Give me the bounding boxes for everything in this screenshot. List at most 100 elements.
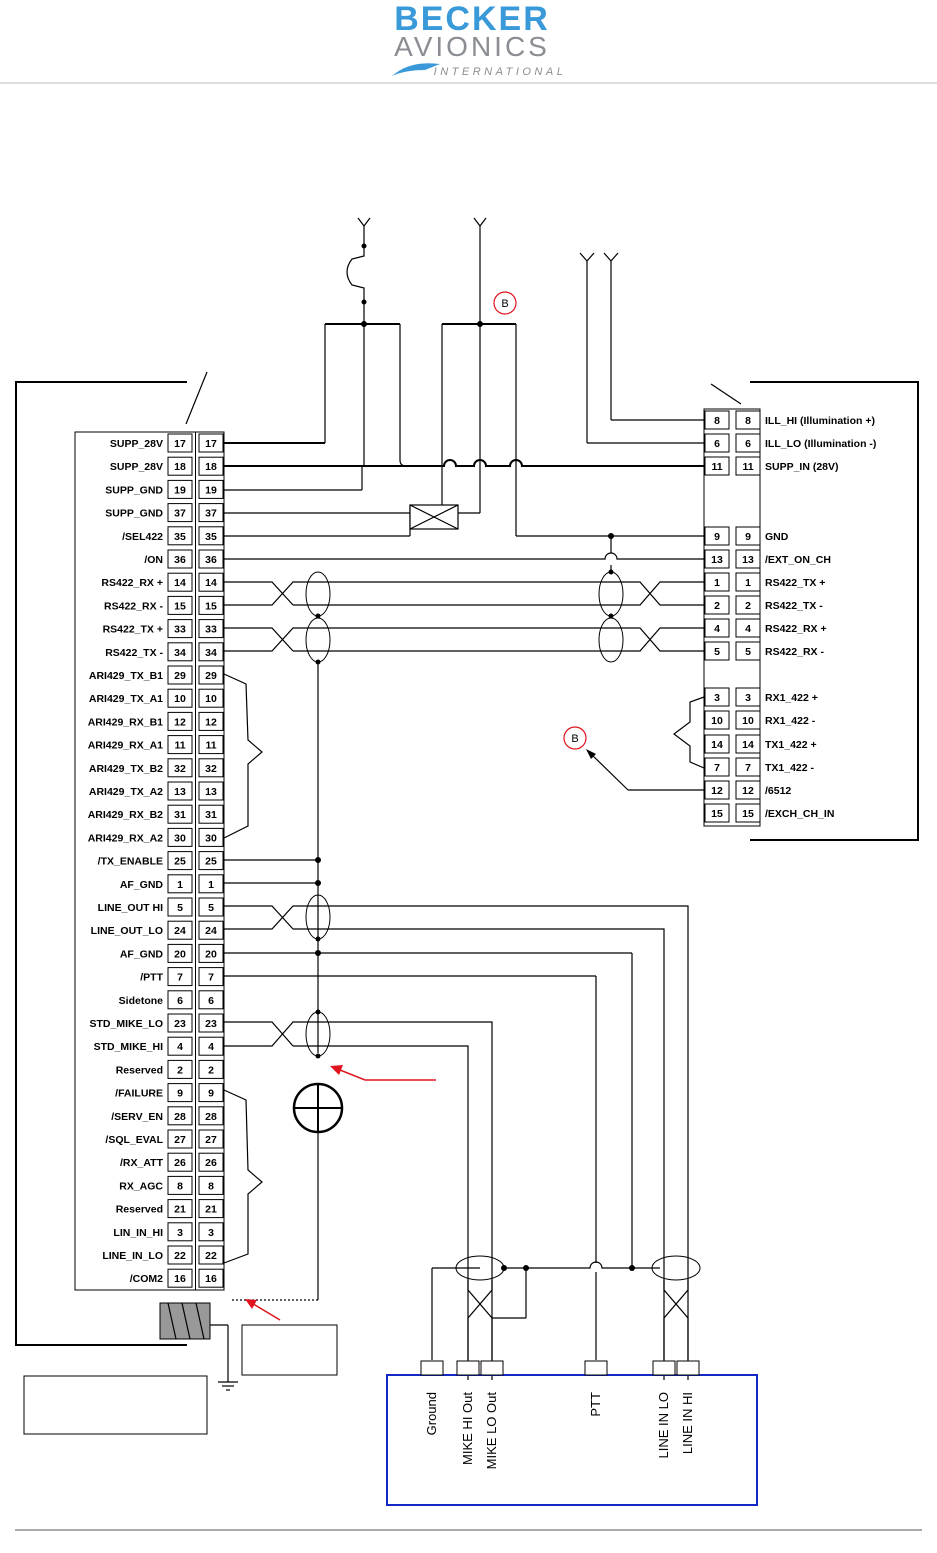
left-pin-number: 31 xyxy=(174,809,186,821)
right-pin-cell xyxy=(735,734,761,754)
left-pin-number-mate: 26 xyxy=(205,1157,217,1169)
left-pin-cell xyxy=(198,619,224,639)
left-pin-number-mate: 20 xyxy=(205,948,217,960)
left-pin-cell xyxy=(198,526,224,546)
audio-device-pin-label: LINE IN LO xyxy=(656,1392,671,1458)
left-pin-cell xyxy=(198,456,224,476)
left-pin-label: /ON xyxy=(144,554,163,566)
right-pin-number: 11 xyxy=(711,461,722,473)
logo-brand-line2: AVIONICS xyxy=(394,31,550,62)
right-pin-cell xyxy=(704,687,730,707)
left-pin-number: 6 xyxy=(177,995,183,1007)
left-pin-cell xyxy=(167,1036,193,1056)
left-pin-cell xyxy=(167,735,193,755)
right-pin-cell xyxy=(735,572,761,592)
audio-device-pin-cell xyxy=(420,1360,444,1376)
left-pin-cell xyxy=(198,897,224,917)
audio-device-pin-cell xyxy=(676,1360,700,1376)
audio-device-pin: MIKE HI Out xyxy=(456,1360,480,1465)
left-pin-number: 36 xyxy=(174,554,186,566)
right-pin-number-mate: 11 xyxy=(742,461,753,473)
right-pin-label: TX1_422 + xyxy=(765,739,817,751)
left-pin-cell xyxy=(198,827,224,847)
left-pin-cell xyxy=(198,804,224,824)
right-pin-number-mate: 4 xyxy=(745,623,751,635)
left-pin-cell xyxy=(167,897,193,917)
left-pin-number-mate: 15 xyxy=(205,600,217,612)
left-pin-number-mate: 24 xyxy=(205,925,217,937)
left-pin-label: LINE_OUT HI xyxy=(98,902,163,914)
becker-avionics-logo: BECKER AVIONICS INTERNATIONAL xyxy=(392,0,563,78)
right-pin-number: 14 xyxy=(711,739,723,751)
note-box-ground xyxy=(23,1375,208,1435)
left-pin-number: 34 xyxy=(174,647,186,659)
left-pin-label: SUPP_28V xyxy=(110,461,163,473)
left-pin-number: 28 xyxy=(174,1111,186,1123)
left-pin-number: 2 xyxy=(177,1064,183,1076)
right-pin-label: RS422_TX + xyxy=(765,577,825,589)
left-pin-number: 5 xyxy=(177,902,183,914)
left-pin-cell xyxy=(198,1106,224,1126)
left-pin-number: 37 xyxy=(174,508,186,520)
left-pin-label: STD_MIKE_HI xyxy=(94,1041,164,1053)
left-pin-number: 18 xyxy=(174,461,186,473)
shield-symbol xyxy=(598,571,624,617)
left-pin-number: 27 xyxy=(174,1134,186,1146)
left-pin-label: Reserved xyxy=(116,1064,163,1076)
b-marker-right: B xyxy=(563,726,587,750)
right-pin-cell xyxy=(735,595,761,615)
right-pin-number: 4 xyxy=(714,623,720,635)
left-pin-label: ARI429_TX_A1 xyxy=(89,693,163,705)
right-pin-number-mate: 12 xyxy=(742,785,754,797)
b-marker-top: B xyxy=(493,291,517,315)
left-pin-number: 8 xyxy=(177,1180,183,1192)
left-pin-cell xyxy=(167,456,193,476)
left-pin-cell xyxy=(198,1013,224,1033)
left-pin-number-mate: 3 xyxy=(208,1227,214,1239)
red-arrow-headset xyxy=(330,1065,436,1081)
right-pin-cell xyxy=(704,433,730,453)
right-pin-label: RS422_TX - xyxy=(765,600,823,612)
audio-device-pin-label: PTT xyxy=(588,1392,603,1417)
note-box-clamp xyxy=(241,1324,338,1376)
left-pin-number: 30 xyxy=(174,832,186,844)
audio-device-pin-cell xyxy=(584,1360,608,1376)
right-pin-number: 15 xyxy=(711,808,723,820)
left-pin-number: 17 xyxy=(174,438,186,450)
right-pin-number-mate: 9 xyxy=(745,531,751,543)
left-pin-label: LINE_IN_LO xyxy=(102,1250,163,1262)
left-pin-number-mate: 30 xyxy=(205,832,217,844)
left-pin-cell xyxy=(198,1268,224,1288)
right-pin-label: ILL_HI (Illumination +) xyxy=(765,415,875,427)
right-pin-number: 9 xyxy=(714,531,720,543)
left-pin-number-mate: 22 xyxy=(205,1250,217,1262)
left-pin-cell xyxy=(198,874,224,894)
left-pin-label: STD_MIKE_LO xyxy=(89,1018,163,1030)
left-pin-cell xyxy=(198,479,224,499)
left-pin-number-mate: 18 xyxy=(205,461,217,473)
left-pin-cell xyxy=(167,781,193,801)
left-pin-number: 25 xyxy=(174,856,186,868)
left-pin-number-mate: 14 xyxy=(205,577,217,589)
left-pin-label: ARI429_RX_A2 xyxy=(88,832,163,844)
right-pin-cell xyxy=(735,549,761,569)
left-pin-label: SUPP_GND xyxy=(105,484,163,496)
audio-device-pin: Ground xyxy=(420,1360,444,1435)
left-pin-label: RS422_TX - xyxy=(105,647,163,659)
shield-symbol xyxy=(305,617,331,663)
